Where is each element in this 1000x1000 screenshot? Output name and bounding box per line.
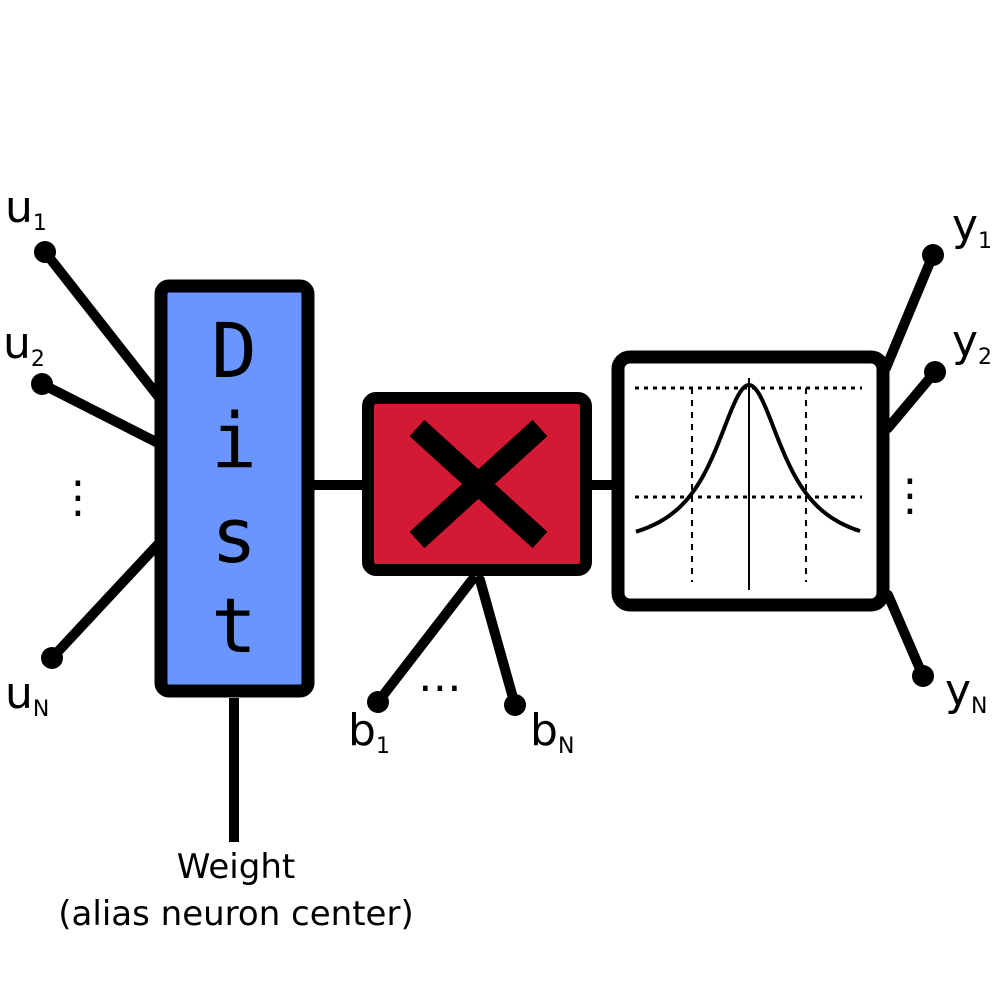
bias-wire-bN (475, 575, 520, 710)
output-wire-y2 (883, 367, 940, 433)
dist-block (154, 279, 315, 698)
output-label-y2: y2 (952, 316, 992, 370)
input-ellipsis: ⋮ (56, 472, 100, 523)
input-wires (37, 247, 170, 663)
dist-letter-t: t (211, 581, 257, 670)
input-wire-u2 (37, 379, 167, 450)
output-wire-y1 (881, 250, 938, 373)
input-label-u1: u1 (5, 182, 47, 236)
output-terminal-y1 (922, 244, 944, 266)
input-wire-uN (47, 535, 167, 663)
output-wires (881, 250, 940, 681)
bias-label-bN: bN (530, 705, 574, 759)
bias-wires (373, 575, 520, 710)
weight-caption-line1: Weight (177, 847, 295, 887)
output-label-y1: y1 (952, 200, 992, 254)
dist-letter-i: i (211, 396, 257, 485)
weight-caption-line2: (alias neuron center) (58, 894, 413, 934)
output-label-yN: yN (945, 665, 988, 719)
input-terminals (31, 241, 63, 669)
output-wire-yN (883, 590, 928, 681)
dist-letter-d: D (211, 306, 257, 395)
output-terminal-yN (912, 665, 934, 687)
multiply-icon (409, 419, 548, 549)
bias-label-b1: b1 (348, 705, 390, 759)
bias-wire-b1 (373, 575, 477, 707)
bias-ellipsis: ⋯ (418, 662, 462, 713)
gaussian-curve-icon (635, 378, 862, 590)
bias-terminal-b1 (367, 691, 389, 713)
dist-letter-s: s (211, 491, 257, 580)
input-terminal-u2 (31, 373, 53, 395)
activation-block (611, 350, 890, 612)
input-terminal-uN (41, 647, 63, 669)
bias-terminal-bN (504, 694, 526, 716)
input-label-uN: uN (5, 668, 49, 722)
output-terminal-y2 (924, 361, 946, 383)
input-terminal-u1 (34, 241, 56, 263)
input-label-u2: u2 (3, 318, 45, 372)
input-wire-u1 (40, 247, 170, 410)
dist-label: D i s t (211, 306, 257, 670)
output-ellipsis: ⋮ (888, 470, 932, 521)
